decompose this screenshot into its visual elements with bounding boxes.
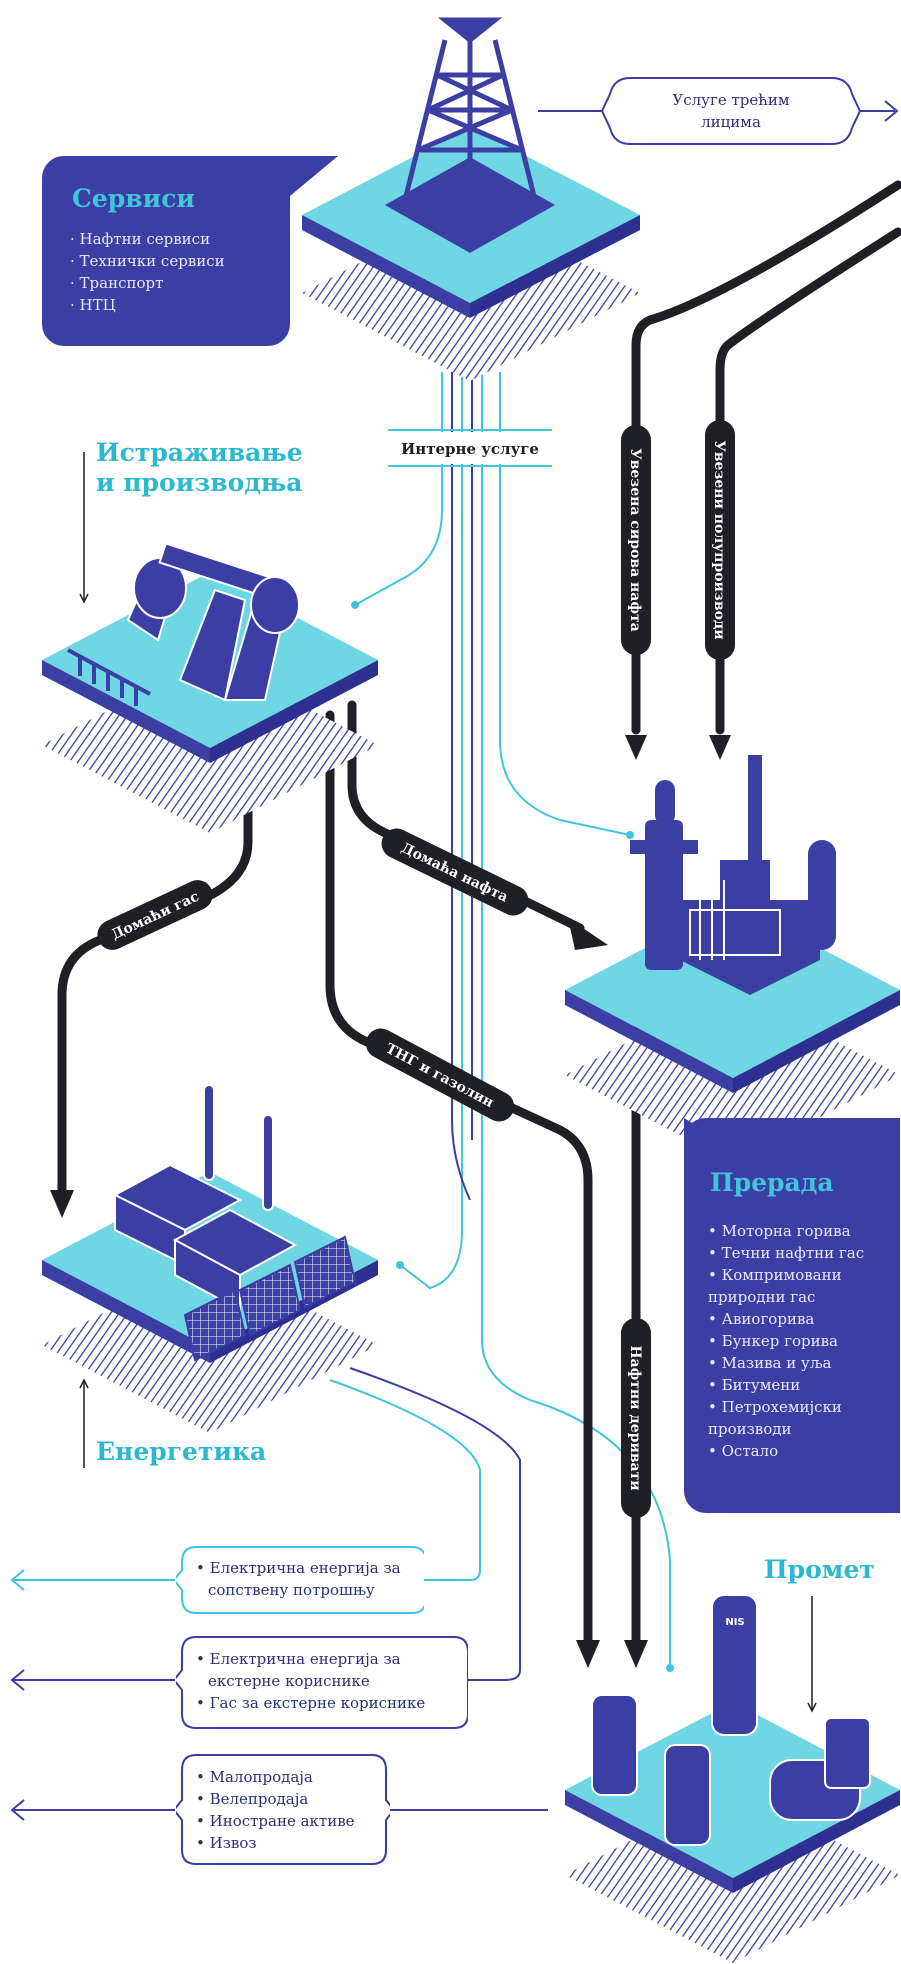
- trading-platform: NIS: [565, 1594, 900, 1963]
- own-use-line1: • Електрична енергија за: [196, 1559, 401, 1577]
- trading-item: • Извоз: [196, 1834, 257, 1852]
- own-use-bubble: • Електрична енергија за сопствену потро…: [176, 1546, 424, 1614]
- list-item: производи: [708, 1420, 792, 1438]
- solar-panel-icon: [183, 1235, 357, 1362]
- own-use-text: • Електрична енергија за сопствену потро…: [196, 1557, 401, 1601]
- energy-platform: [42, 1084, 378, 1433]
- refining-title: Прерада: [710, 1168, 834, 1197]
- third-party-bubble: Услуге трећим лицима: [600, 77, 862, 145]
- services-box: Сервиси · Нафтни сервиси · Технички серв…: [42, 156, 290, 346]
- energy-own-use-line: [329, 1379, 481, 1581]
- list-item: • Бункер горива: [708, 1332, 838, 1350]
- pipe-imported-crude: [631, 180, 901, 735]
- list-item: • Моторна горива: [708, 1222, 851, 1240]
- label-imported-semi: Увезени полупроизводи: [711, 440, 727, 639]
- trading-bubble: • Малопродаја • Велепродаја • Иностране …: [176, 1754, 390, 1866]
- label-lpg-gasoline: ТНГ и газолин: [383, 1041, 496, 1111]
- external-line1: • Електрична енергија за: [196, 1650, 401, 1668]
- services-box-tail: [270, 156, 338, 196]
- internal-services-badge: Интерне услуге: [388, 429, 552, 467]
- external-bubble: • Електрична енергија за екстерне корисн…: [176, 1636, 468, 1730]
- third-party-line2: лицима: [701, 113, 761, 131]
- exploration-title-line1: Истраживање: [96, 438, 303, 467]
- list-item: • Остало: [708, 1442, 779, 1460]
- drilling-rig-icon: [384, 17, 556, 253]
- pumpjack-icon: [126, 542, 300, 702]
- label-oil-derivatives: Нафтни деривати: [627, 1345, 643, 1490]
- own-use-line2: сопствену потрошњу: [208, 1581, 375, 1599]
- internal-services-label: Интерне услуге: [401, 440, 539, 458]
- third-party-line1: Услуге трећим: [672, 91, 790, 109]
- list-item: · Транспорт: [70, 274, 164, 292]
- exploration-title: Истраживање и производња: [96, 438, 303, 498]
- internal-line-cyan-1: [354, 372, 443, 606]
- refining-list: • Моторна горива • Течни нафтни гас • Ко…: [708, 1220, 864, 1462]
- list-item: • Петрохемијски: [708, 1398, 842, 1416]
- list-item: • Компримовани: [708, 1266, 842, 1284]
- services-platform: [302, 17, 640, 381]
- trading-item: • Иностране активе: [196, 1812, 355, 1830]
- exploration-title-line2: и производња: [96, 468, 303, 497]
- trading-text: • Малопродаја • Велепродаја • Иностране …: [196, 1766, 355, 1854]
- exploration-platform: [42, 542, 378, 833]
- list-item: · Нафтни сервиси: [70, 230, 211, 248]
- internal-line-navy-2: [499, 372, 631, 836]
- list-item: • Битумени: [708, 1376, 801, 1394]
- list-item: природни гас: [708, 1288, 816, 1306]
- internal-line-cyan-3: [481, 372, 671, 1668]
- trading-item: • Велепродаја: [196, 1790, 309, 1808]
- internal-line-navy-1: [451, 372, 471, 1201]
- trading-title: Промет: [764, 1555, 875, 1584]
- trading-item: • Малопродаја: [196, 1768, 313, 1786]
- pipe-imported-semi: [715, 227, 901, 735]
- external-line2: екстерне кориснике: [208, 1672, 370, 1690]
- fuel-station-icon: [591, 1594, 871, 1846]
- external-text: • Електрична енергија за екстерне корисн…: [196, 1648, 425, 1714]
- refining-box-tail: [684, 1118, 734, 1148]
- label-imported-crude: Увезена сирова нафта: [627, 448, 643, 631]
- station-logo-text: NIS: [725, 1617, 744, 1628]
- power-plant-icon: [112, 1084, 298, 1312]
- energy-title: Енергетика: [96, 1437, 267, 1466]
- list-item: • Мазива и уља: [708, 1354, 832, 1372]
- external-line3: • Гас за екстерне кориснике: [196, 1694, 426, 1712]
- list-item: · Технички сервиси: [70, 252, 225, 270]
- list-item: • Течни нафтни гас: [708, 1244, 865, 1262]
- list-item: • Авиогорива: [708, 1310, 815, 1328]
- energy-external-line: [349, 1367, 521, 1681]
- services-list: · Нафтни сервиси · Технички сервиси · Тр…: [70, 228, 225, 316]
- internal-line-cyan-2: [399, 372, 463, 1290]
- refining-box: Прерада • Моторна горива • Течни нафтни …: [684, 1118, 900, 1513]
- services-title: Сервиси: [72, 184, 195, 213]
- list-item: · НТЦ: [70, 296, 116, 314]
- label-domestic-oil: Домаћа нафта: [399, 840, 511, 906]
- pipe-domestic-oil: [347, 700, 585, 933]
- refinery-icon: [630, 755, 836, 995]
- refining-platform: [565, 755, 900, 1163]
- pipe-lpg-gasoline: [325, 710, 593, 1645]
